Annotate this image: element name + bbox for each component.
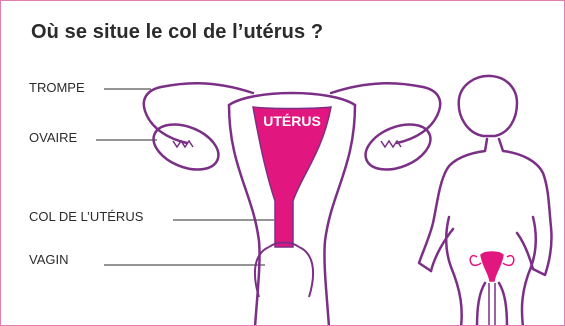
mini-left-ovary [470,256,481,266]
right-ovary [359,116,437,179]
body-right-outline [499,139,552,275]
right-leg [522,217,536,326]
right-outer-wall [324,105,355,326]
mini-right-ovary [503,256,514,266]
uterus-top [229,93,355,105]
mini-uterus-body [481,252,503,281]
vaginal-canal [255,247,313,297]
inner-legs [477,283,507,326]
mini-vagina [489,283,495,326]
right-arm [517,233,533,269]
body-left-outline [419,139,487,271]
head [459,76,517,136]
left-outer-wall [229,105,260,326]
right-tube [331,83,440,143]
leader-lines [96,89,274,265]
label-uterus: UTÉRUS [263,113,321,129]
left-tube [144,83,253,143]
left-ovary [147,116,225,179]
